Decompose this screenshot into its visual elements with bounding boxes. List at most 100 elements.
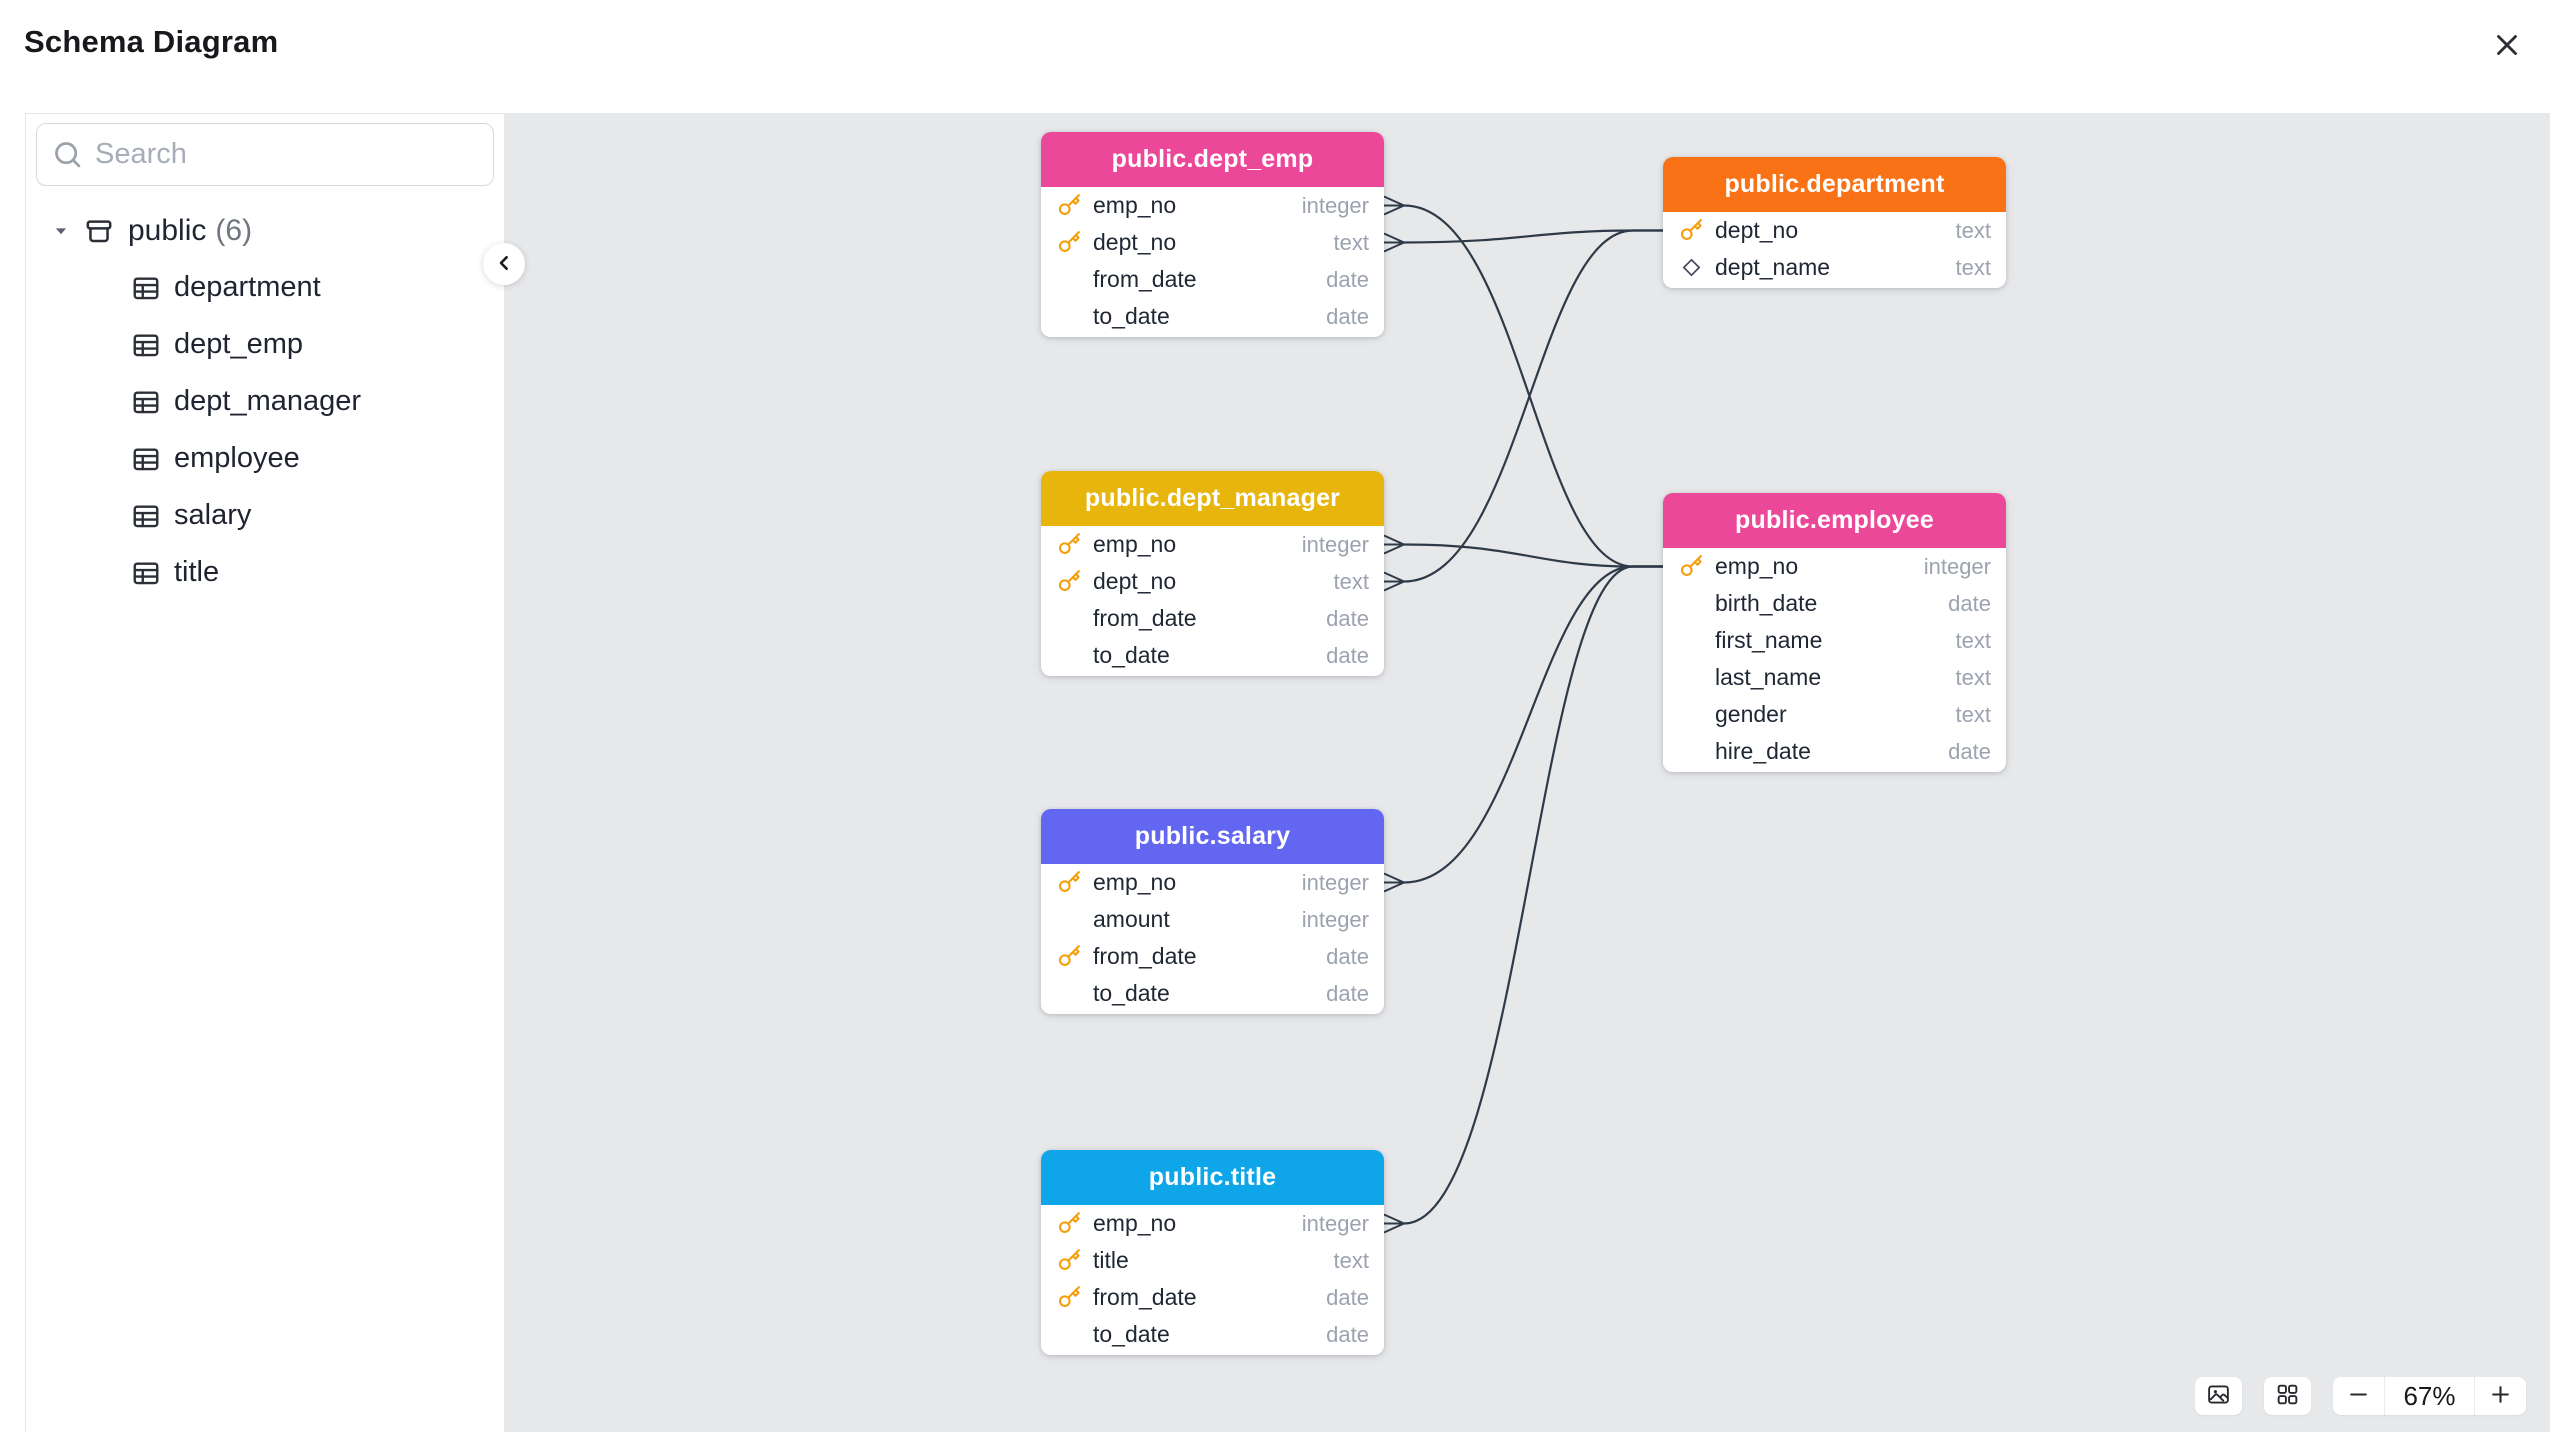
column-type: text <box>1955 217 1991 243</box>
search-box <box>36 123 494 186</box>
column-row: amount integer <box>1041 901 1384 938</box>
tree-item-label: dept_emp <box>174 328 303 360</box>
sidebar-item-salary[interactable]: salary <box>26 487 504 544</box>
column-name: dept_no <box>1093 229 1177 255</box>
page-title: Schema Diagram <box>24 24 279 59</box>
grid-icon <box>2275 1382 2300 1410</box>
sidebar-item-dept_manager[interactable]: dept_manager <box>26 373 504 430</box>
column-icon-placeholder <box>1678 701 1705 728</box>
relationship-edge <box>1403 229 1663 244</box>
tree-item-public[interactable]: public (6) <box>26 206 504 256</box>
column-name: emp_no <box>1093 192 1177 218</box>
zoom-controls: 67% <box>2333 1377 2526 1415</box>
column-name: birth_date <box>1715 590 1818 616</box>
table-icon <box>131 501 161 531</box>
key-icon <box>1056 869 1083 896</box>
column-name: gender <box>1715 701 1787 727</box>
column-name: amount <box>1093 906 1170 932</box>
column-name: from_date <box>1093 266 1197 292</box>
auto-layout-button[interactable] <box>2264 1377 2311 1415</box>
search-input[interactable] <box>36 123 494 186</box>
relationship-edge <box>1403 565 1663 884</box>
table-node-header[interactable]: public.dept_emp <box>1041 132 1384 187</box>
table-node-header[interactable]: public.employee <box>1663 493 2006 548</box>
column-type: text <box>1333 229 1369 255</box>
column-icon-placeholder <box>1056 980 1083 1007</box>
key-icon <box>1678 217 1705 244</box>
table-icon <box>131 444 161 474</box>
sidebar-item-title[interactable]: title <box>26 544 504 601</box>
column-icon-placeholder <box>1056 906 1083 933</box>
sidebar-item-employee[interactable]: employee <box>26 430 504 487</box>
column-type: integer <box>1301 906 1369 932</box>
column-row: emp_no integer <box>1041 864 1384 901</box>
archive-box-icon <box>83 215 115 247</box>
column-icon-placeholder <box>1056 642 1083 669</box>
relationship-edges <box>1383 195 1663 1234</box>
crows-foot-marker <box>1383 232 1405 253</box>
diamond-icon <box>1678 254 1705 281</box>
table-node-header[interactable]: public.department <box>1663 157 2006 212</box>
chevron-left-icon <box>492 251 516 278</box>
column-type: date <box>1326 943 1369 969</box>
crows-foot-marker <box>1383 571 1405 592</box>
zoom-out-button[interactable] <box>2333 1377 2384 1415</box>
column-type: date <box>1326 980 1369 1006</box>
x-icon <box>2490 28 2524 65</box>
column-name: from_date <box>1093 1284 1197 1310</box>
column-icon-placeholder <box>1056 303 1083 330</box>
plus-icon <box>2488 1382 2513 1410</box>
key-icon <box>1056 1210 1083 1237</box>
key-icon <box>1056 1284 1083 1311</box>
sidebar-item-department[interactable]: department <box>26 259 504 316</box>
tree-item-label: dept_manager <box>174 385 362 417</box>
table-node-header[interactable]: public.dept_manager <box>1041 471 1384 526</box>
column-type: integer <box>1301 869 1369 895</box>
key-icon <box>1056 568 1083 595</box>
sidebar-item-dept_emp[interactable]: dept_emp <box>26 316 504 373</box>
column-name: dept_no <box>1715 217 1799 243</box>
column-icon-placeholder <box>1056 605 1083 632</box>
column-name: last_name <box>1715 664 1822 690</box>
column-name: title <box>1093 1247 1129 1273</box>
close-button[interactable] <box>2487 26 2527 66</box>
column-icon-placeholder <box>1056 266 1083 293</box>
zoom-in-button[interactable] <box>2475 1377 2526 1415</box>
column-type: text <box>1333 1247 1369 1273</box>
column-row: dept_no text <box>1041 224 1384 261</box>
collapse-sidebar-button[interactable] <box>483 243 525 285</box>
export-image-button[interactable] <box>2195 1377 2242 1415</box>
table-node-header[interactable]: public.title <box>1041 1150 1384 1205</box>
table-icon <box>131 273 161 303</box>
column-name: dept_name <box>1715 254 1831 280</box>
column-type: date <box>1326 1284 1369 1310</box>
column-icon-placeholder <box>1678 590 1705 617</box>
column-type: date <box>1326 266 1369 292</box>
column-name: emp_no <box>1093 869 1177 895</box>
zoom-level: 67% <box>2384 1377 2475 1415</box>
key-icon <box>1056 192 1083 219</box>
caret-down-icon[interactable] <box>50 220 72 242</box>
table-node-header[interactable]: public.salary <box>1041 809 1384 864</box>
